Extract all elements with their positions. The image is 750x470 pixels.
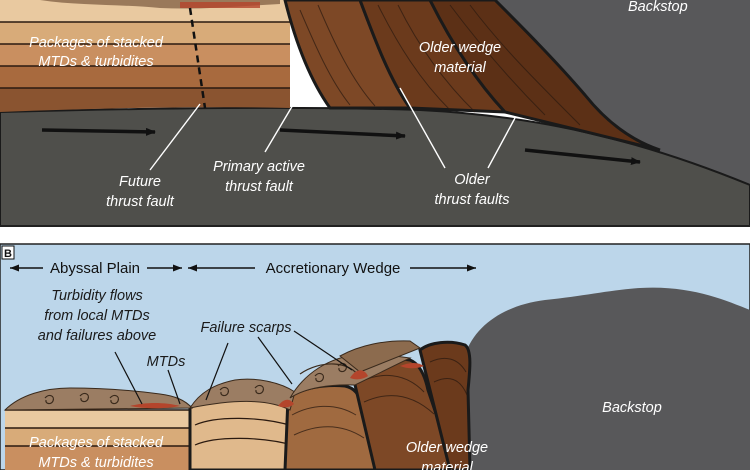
panel-a-older-faults-label-2: thrust faults <box>435 192 510 208</box>
panel-b-letter-box <box>1 245 15 260</box>
panel-a-older-faults-label-1: Older <box>454 172 491 188</box>
mtds-label: MTDs <box>147 354 186 370</box>
panel-a-packages-label-2: MTDs & turbidites <box>38 54 153 70</box>
panel-a-future-fault-line <box>188 7 207 109</box>
panel-a-future-fault-label-1: Future <box>119 174 161 190</box>
panel-b-older-wedge-label-2: material <box>421 460 473 470</box>
panel-a-future-fault-label-2: thrust fault <box>106 194 175 210</box>
panel-b-thrust-slices <box>283 340 472 470</box>
panel-b-flat-layers <box>5 409 197 470</box>
panel-b-older-wedge-label-1: Older wedge <box>406 440 488 456</box>
panel-b-backstop <box>465 287 750 470</box>
panel-a-backstop-label: Backstop <box>628 0 688 15</box>
panel-a-older-wedge-label-1: Older wedge <box>419 40 501 56</box>
accretionary-wedge-label: Accretionary Wedge <box>266 260 401 277</box>
panel-b: B Abyssal Plain Accretionary Wedge <box>0 243 750 470</box>
panel-b-backstop-label: Backstop <box>602 400 662 416</box>
panel-b-mtd-red-lenses <box>130 363 424 409</box>
panel-b-packages-label-2: MTDs & turbidites <box>38 455 153 470</box>
panel-a-packages-label-1: Packages of stacked <box>29 35 164 51</box>
panel-a-thrust-slices <box>283 0 661 152</box>
panel-a-primary-fault-label-2: thrust fault <box>225 179 294 195</box>
panel-a-primary-fault-label-1: Primary active <box>213 159 305 175</box>
panel-b-letter: B <box>4 248 12 260</box>
turbidity-label-2: from local MTDs <box>44 308 150 324</box>
failure-scarps-label: Failure scarps <box>200 320 291 336</box>
panel-b-frontal-slice <box>188 396 302 470</box>
abyssal-plain-label: Abyssal Plain <box>50 260 140 277</box>
panel-a-plate-arrows <box>41 127 641 166</box>
panel-a-basement <box>0 106 750 227</box>
panel-a-flat-layers <box>0 0 290 112</box>
panel-a-older-wedge-label-2: material <box>434 60 486 76</box>
turbidity-label-1: Turbidity flows <box>51 288 143 304</box>
panel-b-packages-label-1: Packages of stacked <box>29 435 164 451</box>
turbidity-label-3: and failures above <box>38 328 157 344</box>
panel-a: Backstop Packages of stacked MTDs & turb… <box>0 0 750 227</box>
